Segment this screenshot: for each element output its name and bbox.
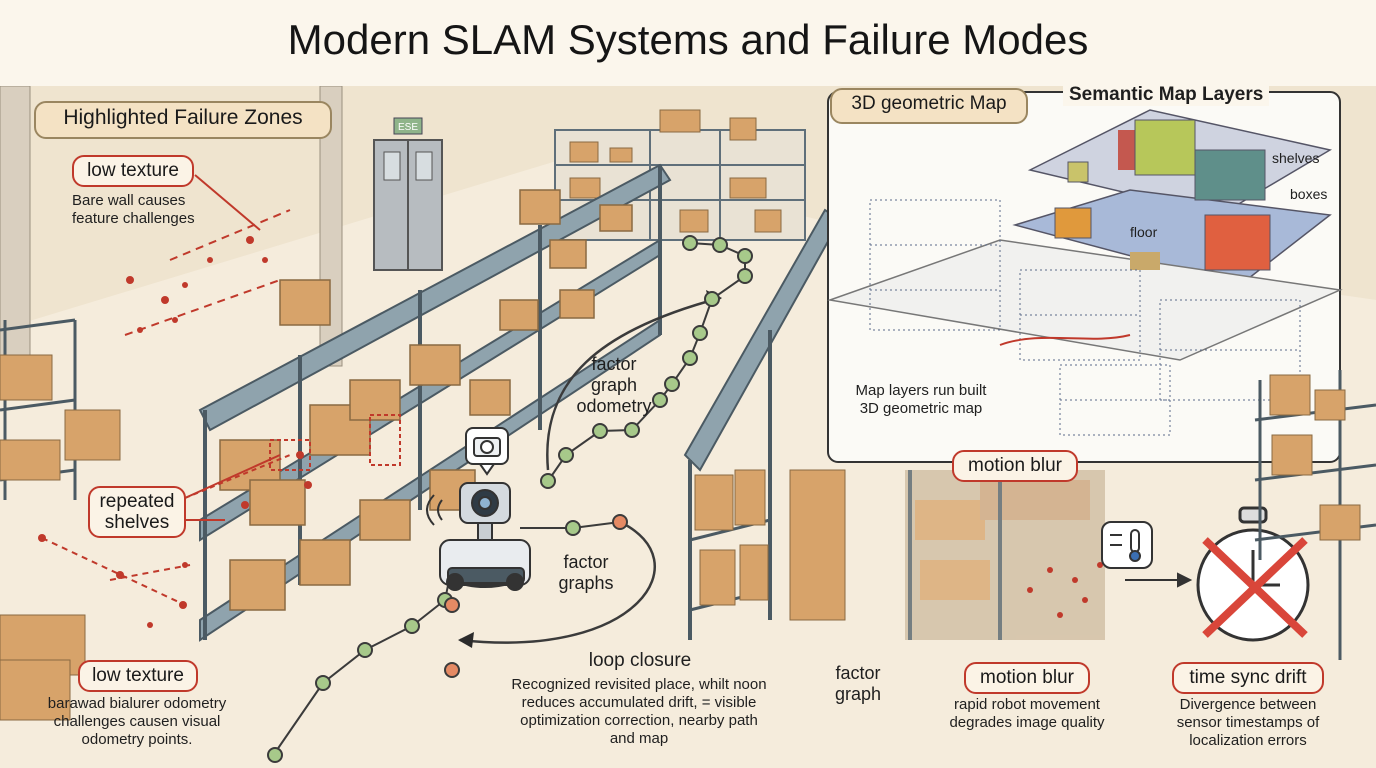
layer-boxes-label: boxes <box>1290 186 1328 202</box>
loop-closure-label: loop closure <box>588 650 692 671</box>
right-aisle-shelf <box>683 208 842 640</box>
loop-closure-note: Recognized revisited place, whilt noon r… <box>511 676 767 747</box>
left-aisle-boxes <box>219 189 633 611</box>
floor-hatching <box>41 537 191 606</box>
wall-hatching <box>124 209 291 336</box>
robot <box>439 482 531 591</box>
layer-shelves-label: shelves <box>1272 150 1320 166</box>
factor-graph-nodes <box>267 235 753 763</box>
page-title: Modern SLAM Systems and Failure Modes <box>287 16 1089 63</box>
geometric-map-label: 3D geometric Map <box>830 88 1028 124</box>
low-texture-bottom-label: low texture <box>78 660 198 692</box>
low-texture-bottom-note: barawad bialurer odometry challenges cau… <box>47 695 227 748</box>
semantic-shelf-blocks <box>1054 119 1271 271</box>
factor-graph-nodes-keyframe <box>444 514 628 678</box>
factor-graph-odometry-label: factor graph odometry <box>576 354 652 416</box>
callout-leaders <box>184 174 281 499</box>
factor-graphs-label: factor graphs <box>558 552 614 593</box>
layer-floor-label: floor <box>1130 224 1158 240</box>
title-bar: Modern SLAM Systems and Failure Modes <box>0 0 1376 87</box>
camera-icon <box>465 427 509 476</box>
warehouse-door: ESE <box>373 117 443 271</box>
wall-feature-points <box>126 236 268 333</box>
warehouse-scene: ESE <box>0 86 1376 768</box>
repeated-shelves-label: repeated shelves <box>88 486 186 538</box>
point-cloud-wireframe <box>869 199 1301 436</box>
wifi-icon <box>426 494 443 526</box>
time-sync-label: time sync drift <box>1172 662 1324 694</box>
door-sign-text: ESE <box>398 122 418 133</box>
motion-blur-note: rapid robot movement degrades image qual… <box>949 696 1105 731</box>
thermometer-icon <box>1101 521 1153 569</box>
left-edge-boxes <box>0 354 121 721</box>
factor-graph-label: factor graph <box>834 663 882 704</box>
map-trajectory <box>999 334 1131 346</box>
blur-arrow <box>1125 572 1193 588</box>
low-texture-top-note: Bare wall causes feature challenges <box>72 192 195 227</box>
stopwatch-icon <box>1196 506 1310 642</box>
low-texture-top-label: low texture <box>72 155 194 187</box>
layer-geometry-plane <box>827 239 1343 361</box>
motion-blur-top-label: motion blur <box>952 450 1078 482</box>
semantic-map-note: Map layers run built 3D geometric map <box>855 382 987 417</box>
right-aisle-boxes <box>694 469 846 621</box>
semantic-map-title: Semantic Map Layers <box>1063 84 1270 106</box>
right-edge-boxes <box>1269 374 1361 541</box>
blur-feature-points <box>1027 562 1103 618</box>
time-sync-note: Divergence between sensor timestamps of … <box>1176 696 1320 749</box>
failure-zones-heading: Highlighted Failure Zones <box>34 101 332 139</box>
back-shelf-boxes <box>569 109 782 233</box>
semantic-map-panel <box>827 91 1343 463</box>
motion-blur-shelf <box>905 470 1105 640</box>
motion-blur-bottom-label: motion blur <box>964 662 1090 694</box>
